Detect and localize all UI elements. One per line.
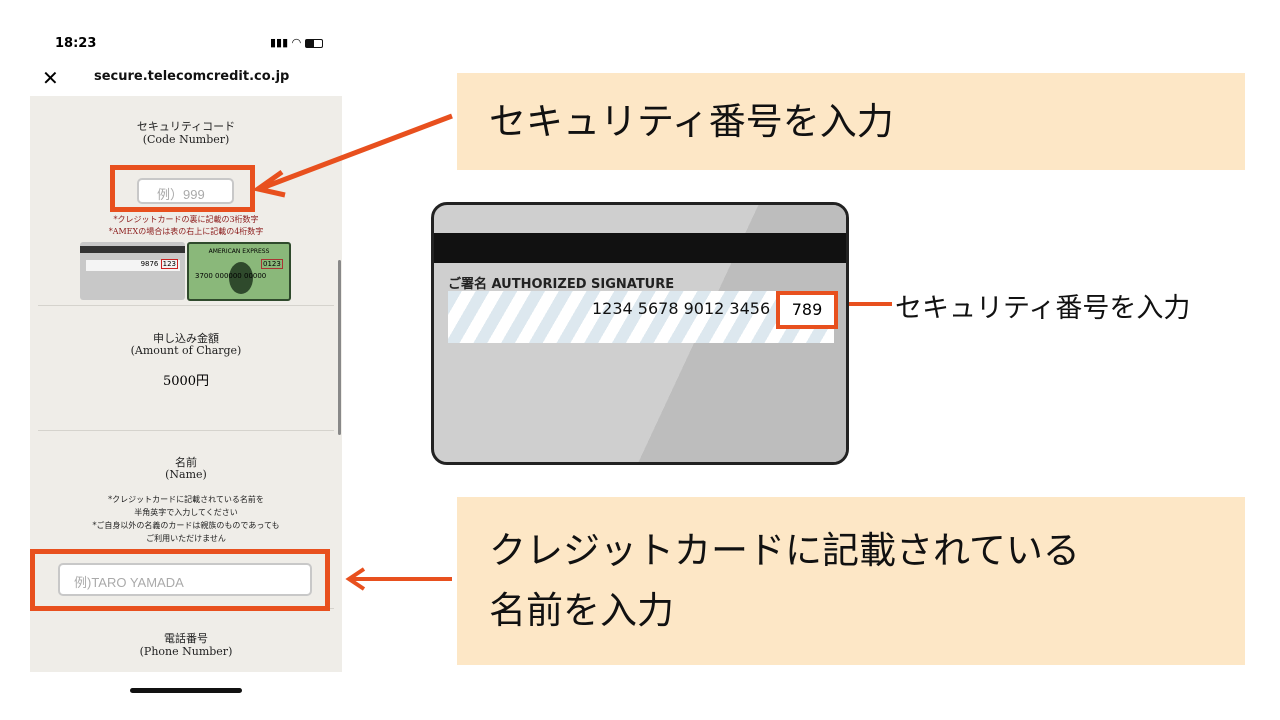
card-back-number: 9876 bbox=[140, 260, 159, 268]
security-label: セキュリティコード bbox=[136, 120, 236, 133]
close-icon[interactable]: ✕ bbox=[42, 66, 59, 90]
arrow-security bbox=[261, 113, 453, 191]
callout-security: セキュリティ番号を入力 bbox=[457, 73, 1245, 170]
card-number: 1234 5678 9012 3456 bbox=[592, 299, 771, 318]
name-highlight bbox=[30, 549, 330, 611]
callout-name-line2: 名前を入力 bbox=[489, 589, 674, 632]
security-highlight bbox=[110, 165, 255, 212]
card-back-code: 123 bbox=[160, 259, 178, 269]
wifi-icon: ◠ bbox=[291, 36, 302, 49]
security-code-input[interactable]: 例）999 bbox=[137, 178, 234, 204]
card-callout-label: セキュリティ番号を入力 bbox=[895, 293, 1191, 324]
name-input[interactable]: 例)TARO YAMADA bbox=[58, 563, 312, 596]
status-time: 18:23 bbox=[55, 36, 97, 51]
amount-label-en: (Amount of Charge) bbox=[130, 344, 242, 357]
payment-form: セキュリティコード (Code Number) 例）999 *クレジットカードの… bbox=[30, 96, 342, 672]
name-label-en: (Name) bbox=[165, 468, 207, 481]
battery-icon bbox=[304, 38, 323, 48]
amex-title: AMERICAN EXPRESS bbox=[208, 248, 270, 255]
signal-icon: ▮▮▮ bbox=[270, 36, 289, 49]
card-back-illustration: ご署名 AUTHORIZED SIGNATURE 1234 5678 9012 … bbox=[431, 202, 849, 465]
amex-card-image: AMERICAN EXPRESS 0123 3700 000000 00000 bbox=[187, 242, 291, 301]
name-note-2: 半角英字で入力してください bbox=[134, 508, 238, 517]
amount-label: 申し込み金額 bbox=[153, 332, 219, 345]
amex-code: 0123 bbox=[261, 259, 283, 269]
security-label-en: (Code Number) bbox=[142, 133, 230, 146]
name-note-4: ご利用いただけません bbox=[146, 534, 226, 543]
callout-name: クレジットカードに記載されている 名前を入力 bbox=[457, 497, 1245, 665]
callout-name-line1: クレジットカードに記載されている bbox=[489, 529, 1080, 572]
security-note-1: *クレジットカードの裏に記載の3桁数字 bbox=[113, 215, 259, 224]
name-note-3: *ご自身以外の名義のカードは親族のものであっても bbox=[92, 521, 280, 530]
url-bar[interactable]: secure.telecomcredit.co.jp bbox=[94, 69, 290, 84]
name-label: 名前 bbox=[175, 456, 197, 469]
home-indicator bbox=[130, 688, 242, 693]
amex-number: 3700 000000 00000 bbox=[195, 272, 267, 280]
amount-value: 5000円 bbox=[162, 374, 210, 389]
security-note-2: *AMEXの場合は表の右上に記載の4桁数字 bbox=[108, 227, 264, 236]
status-icons: ▮▮▮ ◠ bbox=[270, 36, 323, 49]
arrow-head bbox=[251, 169, 286, 198]
signature-label: ご署名 AUTHORIZED SIGNATURE bbox=[448, 277, 675, 292]
card-security-code: 789 bbox=[776, 291, 838, 329]
phone-label: 電話番号 bbox=[164, 632, 208, 645]
arrow-head bbox=[345, 567, 366, 591]
name-note-1: *クレジットカードに記載されている名前を bbox=[108, 495, 264, 504]
scrollbar[interactable] bbox=[338, 260, 341, 435]
phone-label-en: (Phone Number) bbox=[139, 645, 233, 658]
card-back-image: 9876 123 bbox=[80, 242, 185, 300]
